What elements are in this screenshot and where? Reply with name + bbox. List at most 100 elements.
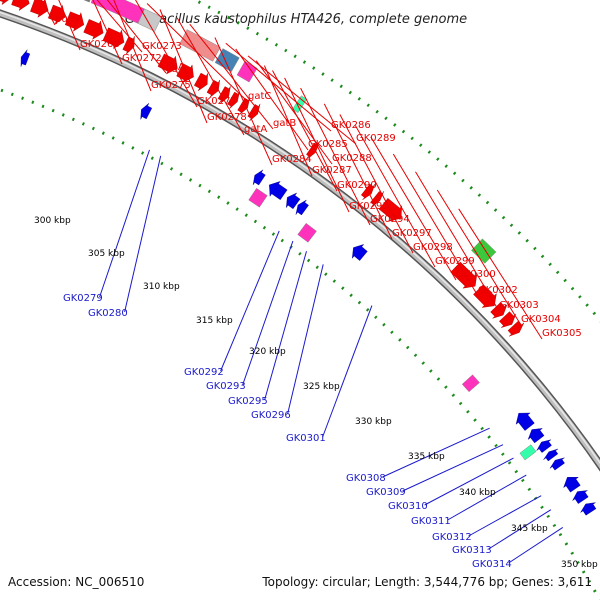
forward-leader <box>392 153 479 297</box>
cog-band <box>179 29 221 62</box>
reverse-leader <box>264 251 307 401</box>
forward-gene-label: GK0297 <box>392 228 432 239</box>
forward-cds-arrow <box>47 4 66 25</box>
cog-band <box>461 374 480 393</box>
forward-leader <box>176 17 245 136</box>
backbone <box>0 9 600 472</box>
forward-leader <box>263 65 313 177</box>
forward-cds-arrow <box>157 53 178 75</box>
map-title: Geobacillus kaustophilus HTA426, complet… <box>125 12 467 27</box>
forward-cds-arrow <box>473 284 497 308</box>
scale-label: 305 kbp <box>88 249 125 259</box>
forward-gene-label: GK0288 <box>332 153 372 164</box>
reverse-cds-arrow <box>20 49 31 67</box>
reverse-leader <box>322 305 373 438</box>
topology-text: Topology: circular; Length: 3,544,776 bp… <box>261 575 592 589</box>
scale-label: 345 kbp <box>511 524 548 534</box>
reverse-gene-label: GK0279 <box>63 293 103 304</box>
cds-arrows <box>0 0 597 516</box>
reverse-gene-label: GK0312 <box>432 532 472 543</box>
forward-leader <box>135 0 198 108</box>
reverse-leader <box>287 264 324 415</box>
forward-gene-label: GK0304 <box>521 314 561 325</box>
reverse-cds-arrow <box>252 169 266 186</box>
forward-gene-label: GK0278 <box>207 112 247 123</box>
scale-label: 310 kbp <box>143 282 180 292</box>
reverse-cds-arrow <box>543 448 559 462</box>
forward-cds-arrow <box>11 0 30 12</box>
forward-cds-arrow <box>176 63 194 84</box>
forward-gene-label: gatA <box>244 124 267 135</box>
forward-gene-label: GK0284 <box>272 154 312 165</box>
forward-leader <box>323 103 393 240</box>
scale-label: 335 kbp <box>408 452 445 462</box>
scale-label: 325 kbp <box>303 382 340 392</box>
reverse-gene-label: GK0314 <box>472 559 512 570</box>
reverse-cds-arrow <box>580 502 597 516</box>
label-leaders <box>40 0 564 564</box>
forward-leader <box>370 136 457 281</box>
forward-gene-label: GK0289 <box>356 133 396 144</box>
forward-gene-label: GK0275 <box>151 80 191 91</box>
reverse-cds-arrow <box>269 181 288 201</box>
reverse-cds-arrow <box>536 439 552 453</box>
forward-leader <box>159 9 208 124</box>
forward-gene-label: GK0286 <box>331 120 371 131</box>
reverse-leader <box>99 149 150 298</box>
forward-gene-label: GK0294 <box>370 214 410 225</box>
reverse-leader <box>447 474 527 521</box>
forward-leader <box>436 189 522 326</box>
forward-gene-label: GK0287 <box>312 165 352 176</box>
reverse-gene-label: GK0311 <box>411 516 451 527</box>
reverse-gene-label: GK0293 <box>206 381 246 392</box>
cog-band <box>248 187 268 208</box>
forward-leader <box>354 125 436 268</box>
forward-gene-label: ligA <box>166 62 185 73</box>
reverse-gene-label: GK0310 <box>388 501 428 512</box>
cog-band <box>236 60 258 83</box>
reverse-cds-arrow <box>140 103 153 120</box>
forward-gene-label: GK0305 <box>542 328 582 339</box>
forward-leader <box>235 48 309 151</box>
forward-leader <box>92 0 123 65</box>
forward-cds-arrow <box>227 91 240 109</box>
reverse-leader <box>424 457 514 506</box>
forward-leader <box>113 0 152 92</box>
forward-gene-label: GK0277 <box>197 96 237 107</box>
reverse-cds-arrow <box>295 199 309 216</box>
forward-cds-arrow <box>206 79 220 98</box>
forward-gene-label: GK0299 <box>435 256 475 267</box>
cog-band <box>297 222 317 243</box>
reverse-gene-label: GK0308 <box>346 473 386 484</box>
forward-leader <box>40 0 56 26</box>
forward-gene-label: GK0298 <box>413 242 453 253</box>
reverse-gene-label: GK0301 <box>286 433 326 444</box>
cog-band <box>519 444 537 461</box>
forward-gene-label: GK0272 <box>122 53 162 64</box>
forward-cds-arrow <box>193 72 208 92</box>
scale-label: 340 kbp <box>459 488 496 498</box>
forward-gene-label: GK0268 <box>80 39 120 50</box>
reverse-cds-arrow <box>285 192 301 210</box>
reverse-gene-label: GK0280 <box>88 308 128 319</box>
forward-leader <box>58 0 81 51</box>
reverse-leader <box>242 240 294 386</box>
forward-leader <box>247 55 357 145</box>
reverse-cds-arrow <box>527 428 545 444</box>
reverse-leader <box>508 526 564 564</box>
forward-cds-arrow <box>237 97 251 115</box>
scale-label: 320 kbp <box>249 347 286 357</box>
forward-leader <box>339 114 414 254</box>
forward-gene-label: gatB <box>273 118 296 129</box>
forward-gene-label: GK0291 <box>349 201 389 212</box>
scale-label: 300 kbp <box>34 216 71 226</box>
forward-leader <box>214 37 273 166</box>
scale-label: 315 kbp <box>196 316 233 326</box>
forward-cds-arrow <box>499 311 517 328</box>
reverse-gene-label: GK0296 <box>251 410 291 421</box>
forward-leader <box>255 60 333 165</box>
cog-band <box>83 0 91 3</box>
forward-gene-label: GK0290 <box>337 180 377 191</box>
